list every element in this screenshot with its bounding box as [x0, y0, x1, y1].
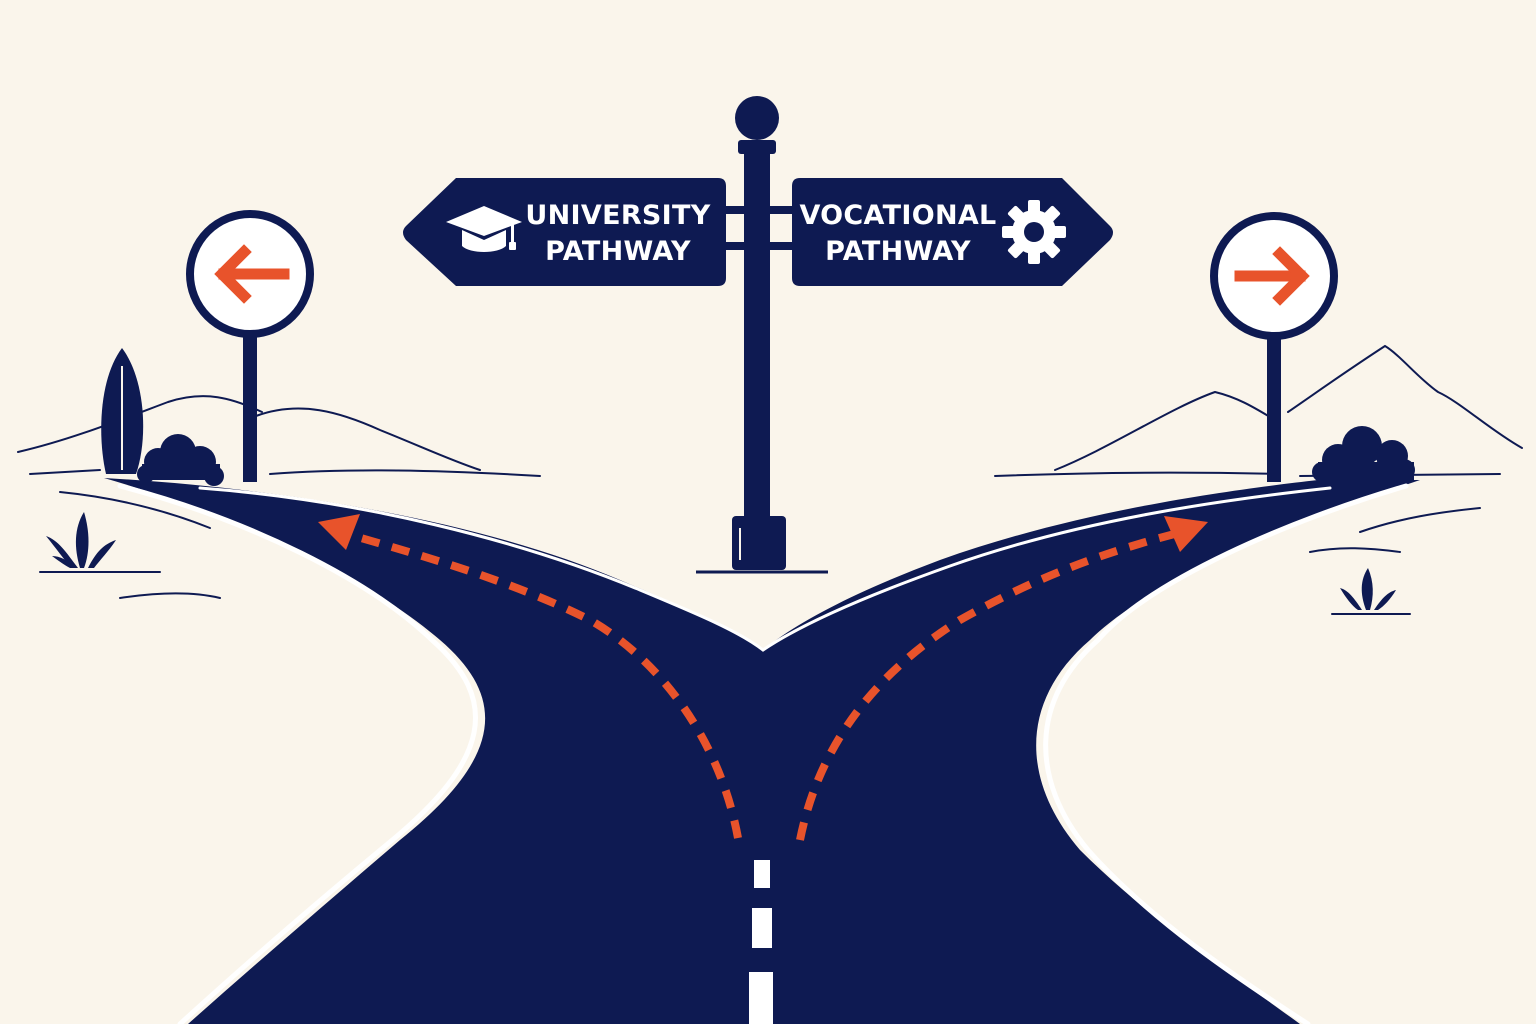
road-right-edge-line [1043, 483, 1409, 1024]
left-bush-icon [137, 434, 224, 486]
right-ground-line-4 [1309, 547, 1401, 553]
signpost-finial [735, 96, 779, 140]
road-left-edge-line [117, 483, 478, 1024]
route-arrows [338, 526, 1191, 841]
right-ground-line-1 [994, 471, 1281, 477]
signpost-pole [744, 142, 770, 522]
signpost-collar [738, 140, 776, 154]
road-left-branch-top-line [198, 486, 765, 652]
left-ground-line-2 [269, 469, 541, 477]
right-direction-sign [1210, 212, 1338, 482]
right-vegetation [1312, 426, 1415, 610]
signpost-bracket-bottom [718, 242, 800, 250]
gear-icon [1002, 200, 1066, 264]
university-pathway-sign: UNIVERSITY PATHWAY [403, 178, 726, 286]
left-hill-far [17, 395, 263, 453]
vocational-sign-line-2: PATHWAY [825, 236, 971, 267]
right-mountain [1287, 344, 1523, 449]
signpost-bracket-top [718, 206, 800, 214]
right-sign-pole [1267, 326, 1281, 482]
center-dash-2 [752, 908, 772, 948]
center-dash-1 [754, 860, 770, 888]
signpost-base [732, 516, 786, 570]
left-plant-icon [46, 512, 116, 568]
right-hill [1054, 390, 1276, 471]
left-ground-line-1 [29, 469, 101, 475]
forked-road [104, 478, 1420, 1024]
left-vegetation [46, 348, 224, 568]
vocational-pathway-sign: VOCATIONAL PATHWAY [792, 178, 1113, 286]
graduation-cap-icon [446, 206, 522, 252]
right-route-dashed-line [796, 526, 1191, 841]
right-arrow-icon [1234, 246, 1310, 306]
left-sign-pole [243, 324, 257, 482]
university-sign-line-1: UNIVERSITY [525, 200, 710, 231]
left-arrow-icon [214, 244, 290, 304]
road-center-dashes [749, 860, 773, 1024]
center-dash-3 [749, 972, 773, 1024]
road-surface [104, 478, 1420, 1024]
left-ground-line-3 [59, 491, 211, 529]
left-route-arrowhead-icon [318, 514, 360, 550]
left-hill-near [255, 407, 481, 471]
university-sign-line-2: PATHWAY [545, 236, 691, 267]
left-ground-line-5 [119, 592, 221, 599]
right-bush-icon [1312, 426, 1415, 482]
road-right-branch-top-line [761, 486, 1332, 652]
right-route-arrowhead-icon [1164, 516, 1208, 552]
right-plant-icon [1340, 568, 1396, 610]
university-sign-board [403, 178, 726, 286]
left-direction-sign [186, 210, 314, 482]
left-landscape [17, 395, 541, 599]
right-ground-line-3 [1359, 507, 1481, 533]
vocational-sign-line-1: VOCATIONAL [799, 200, 996, 231]
signpost: UNIVERSITY PATHWAY VOCATI [403, 96, 1113, 574]
